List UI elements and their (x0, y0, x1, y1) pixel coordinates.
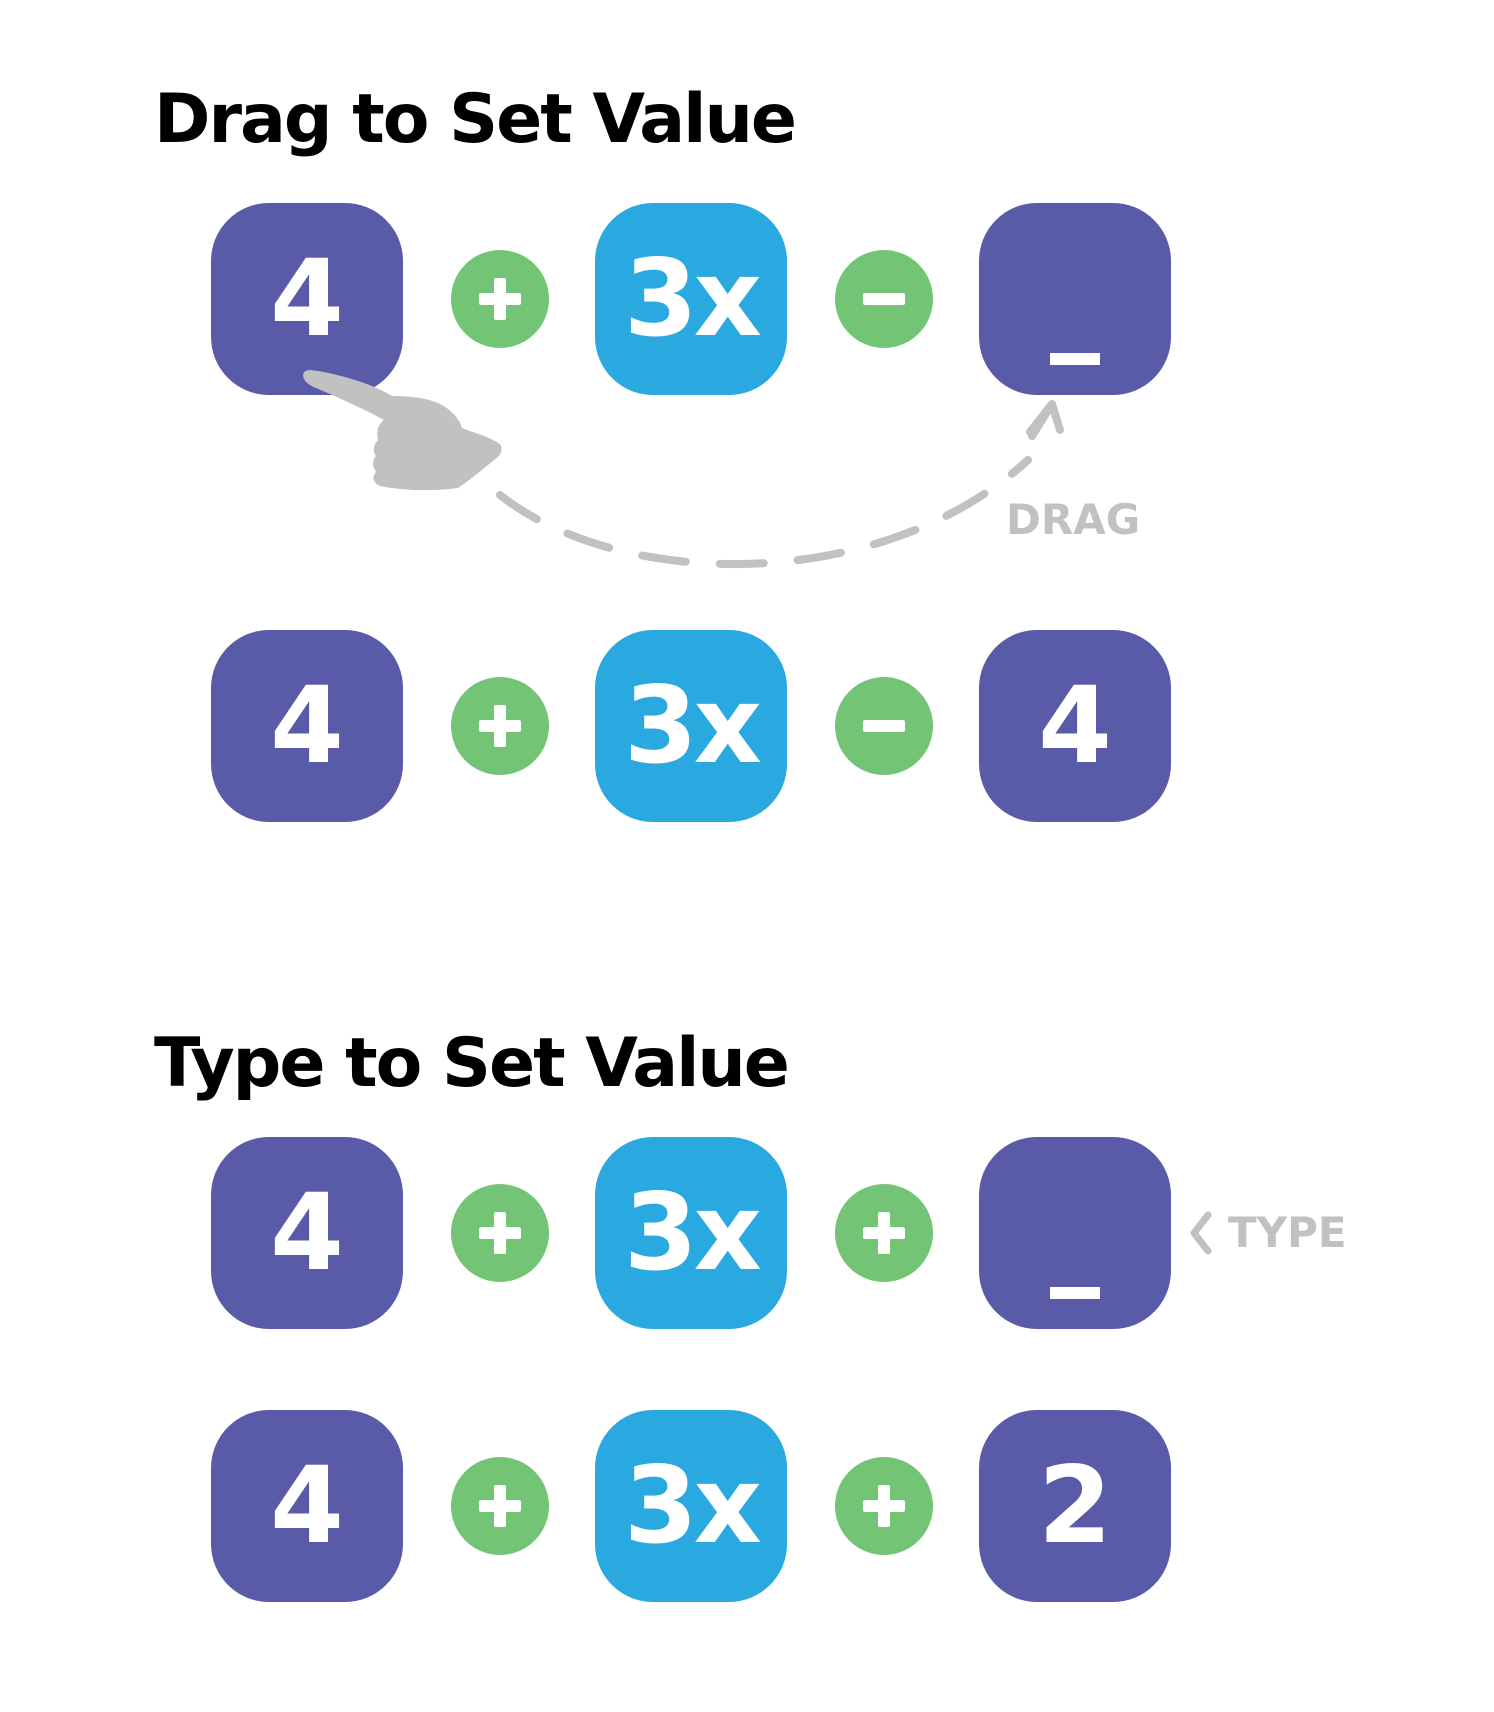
filled-slot-tile[interactable]: 4 (979, 630, 1171, 822)
type-equation-after: 4 3x 2 (0, 1410, 1494, 1602)
dashed-arc-arrow-icon (496, 456, 1032, 569)
chevron-left-icon (1190, 1211, 1212, 1255)
plus-operator (451, 250, 549, 348)
type-hint: TYPE (1188, 1210, 1347, 1256)
plus-icon (863, 1212, 905, 1254)
drag-hint-label: DRAG (1006, 495, 1141, 544)
minus-icon (863, 293, 905, 305)
type-equation-before: 4 3x (0, 1137, 1494, 1329)
plus-icon (479, 1485, 521, 1527)
number-tile[interactable]: 4 (211, 1137, 403, 1329)
blank-placeholder (1050, 1287, 1100, 1299)
minus-operator (835, 677, 933, 775)
pointing-hand-icon (303, 370, 502, 491)
plus-icon (479, 278, 521, 320)
plus-operator (451, 677, 549, 775)
drag-gesture-overlay (303, 370, 1064, 569)
empty-slot-tile[interactable] (979, 203, 1171, 395)
plus-operator (835, 1457, 933, 1555)
plus-icon (479, 705, 521, 747)
drag-equation-before: 4 3x (0, 203, 1494, 395)
number-tile[interactable]: 4 (211, 630, 403, 822)
variable-term-tile[interactable]: 3x (595, 630, 787, 822)
arrow-head-icon (1026, 400, 1064, 440)
plus-operator (451, 1184, 549, 1282)
filled-slot-tile[interactable]: 2 (979, 1410, 1171, 1602)
minus-operator (835, 250, 933, 348)
drag-section-title: Drag to Set Value (154, 80, 797, 159)
plus-icon (863, 1485, 905, 1527)
drag-equation-after: 4 3x 4 (0, 630, 1494, 822)
variable-term-tile[interactable]: 3x (595, 1137, 787, 1329)
number-tile[interactable]: 4 (211, 203, 403, 395)
type-hint-label: TYPE (1228, 1208, 1347, 1257)
type-section-title: Type to Set Value (154, 1024, 790, 1103)
number-tile[interactable]: 4 (211, 1410, 403, 1602)
blank-placeholder (1050, 353, 1100, 365)
variable-term-tile[interactable]: 3x (595, 203, 787, 395)
plus-operator (451, 1457, 549, 1555)
empty-slot-input[interactable] (979, 1137, 1171, 1329)
plus-operator (835, 1184, 933, 1282)
variable-term-tile[interactable]: 3x (595, 1410, 787, 1602)
minus-icon (863, 720, 905, 732)
plus-icon (479, 1212, 521, 1254)
